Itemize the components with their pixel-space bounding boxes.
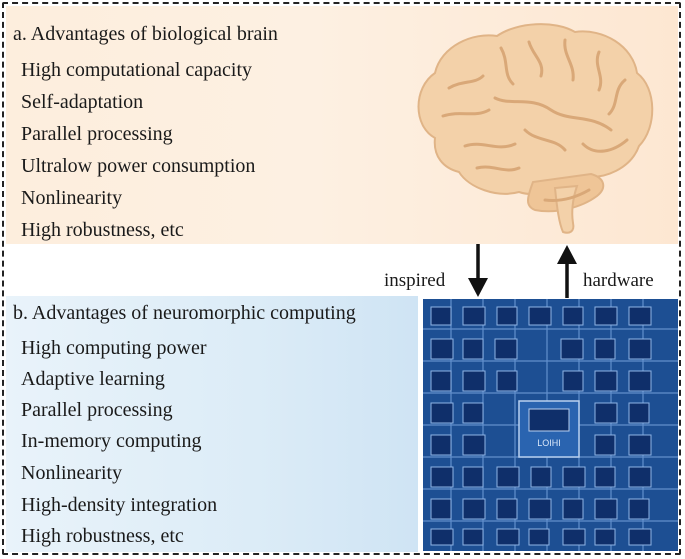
hardware-label: hardware [583,270,654,291]
panel-b-item: Nonlinearity [21,462,123,484]
panel-b-item: Adaptive learning [21,368,165,390]
brain-icon [417,23,654,234]
panel-b-title: b. Advantages of neuromorphic computing [13,302,356,324]
panel-a-title: a. Advantages of biological brain [13,23,278,45]
panel-a-item: High computational capacity [21,59,253,81]
panel-b-item: In-memory computing [21,430,202,452]
inspired-label: inspired [384,270,446,291]
arrow-down-icon [468,244,488,297]
arrow-up-icon [557,245,577,298]
panel-neuromorphic-computing [6,296,418,552]
panel-b-item: Parallel processing [21,399,173,421]
chip-label: LOIHI [537,438,561,448]
panel-a-item: Self-adaptation [21,91,144,113]
panel-a-item: High robustness, etc [21,219,184,241]
panel-b-item: High robustness, etc [21,525,184,547]
panel-a-item: Ultralow power consumption [21,155,256,177]
panel-a-item: Nonlinearity [21,187,123,209]
panel-b-item: High computing power [21,337,207,359]
panel-b-item: High-density integration [21,494,218,516]
chip-icon: LOIHI [423,299,678,551]
panel-a-item: Parallel processing [21,123,173,145]
